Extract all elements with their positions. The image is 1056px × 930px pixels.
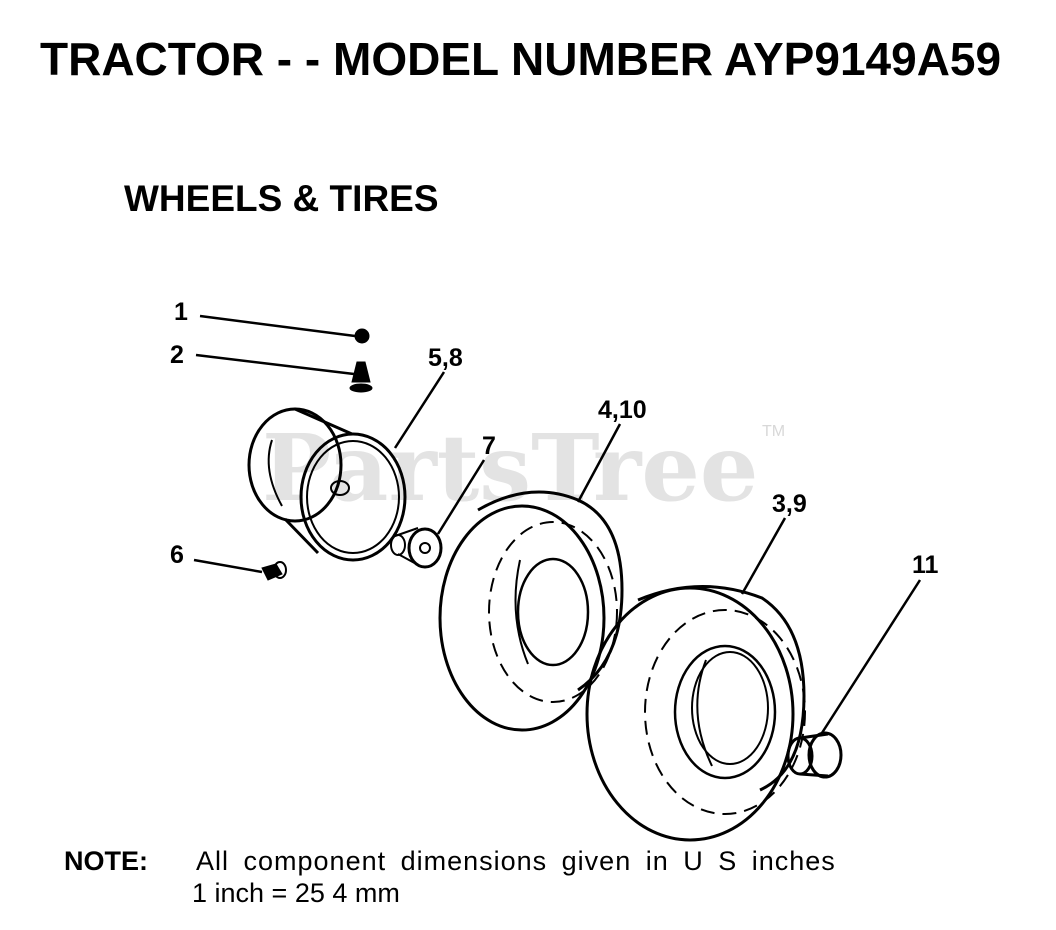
leader-line-3-9 <box>740 517 787 595</box>
leader-line-7 <box>436 459 486 535</box>
leader-line-5-8 <box>393 371 446 449</box>
valve-stem-part <box>349 361 373 393</box>
leader-lines <box>193 314 922 737</box>
callout-4-10: 4,10 <box>598 396 647 424</box>
note-dimensions-text: All component dimensions given in U S in… <box>196 846 836 876</box>
valve-cap-part <box>354 328 370 344</box>
section-title: WHEELS & TIRES <box>124 178 439 219</box>
watermark-tm: TM <box>762 423 785 440</box>
wheel-rim-part <box>247 407 407 562</box>
callout-7: 7 <box>482 432 496 460</box>
lug-bolt-part <box>261 561 287 581</box>
callout-5-8: 5,8 <box>428 344 463 372</box>
leader-line-11 <box>818 579 922 737</box>
leader-line-4-10 <box>576 423 622 503</box>
leader-line-2 <box>195 353 355 376</box>
callout-3-9: 3,9 <box>772 490 807 518</box>
callout-2: 2 <box>170 341 184 369</box>
leader-line-1 <box>199 314 356 338</box>
callout-1: 1 <box>174 298 188 326</box>
spacer-part <box>390 527 443 569</box>
page-title: TRACTOR - - MODEL NUMBER AYP9149A59 <box>40 33 1002 85</box>
hub-cap-part <box>786 731 843 779</box>
leader-line-6 <box>193 558 263 574</box>
callout-11: 11 <box>912 551 939 579</box>
note-conversion-text: 1 inch = 25 4 mm <box>192 878 400 908</box>
front-tire-part <box>438 490 624 732</box>
rear-tire-part <box>585 585 806 842</box>
callout-6: 6 <box>170 541 184 569</box>
note-label: NOTE: <box>64 846 148 876</box>
